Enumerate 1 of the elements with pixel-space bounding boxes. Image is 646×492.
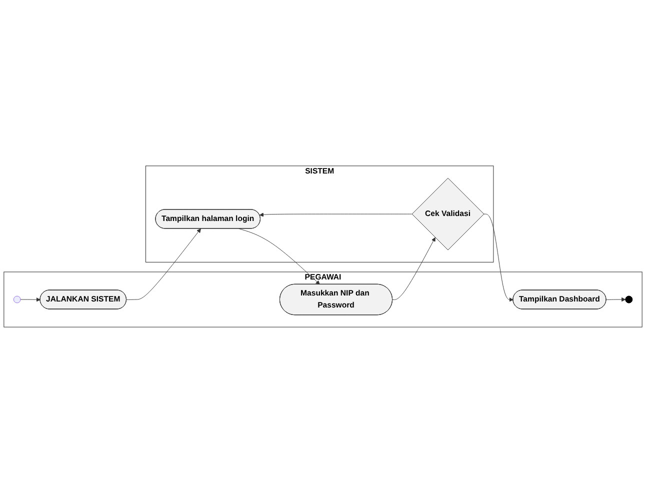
node-circle <box>13 295 21 303</box>
